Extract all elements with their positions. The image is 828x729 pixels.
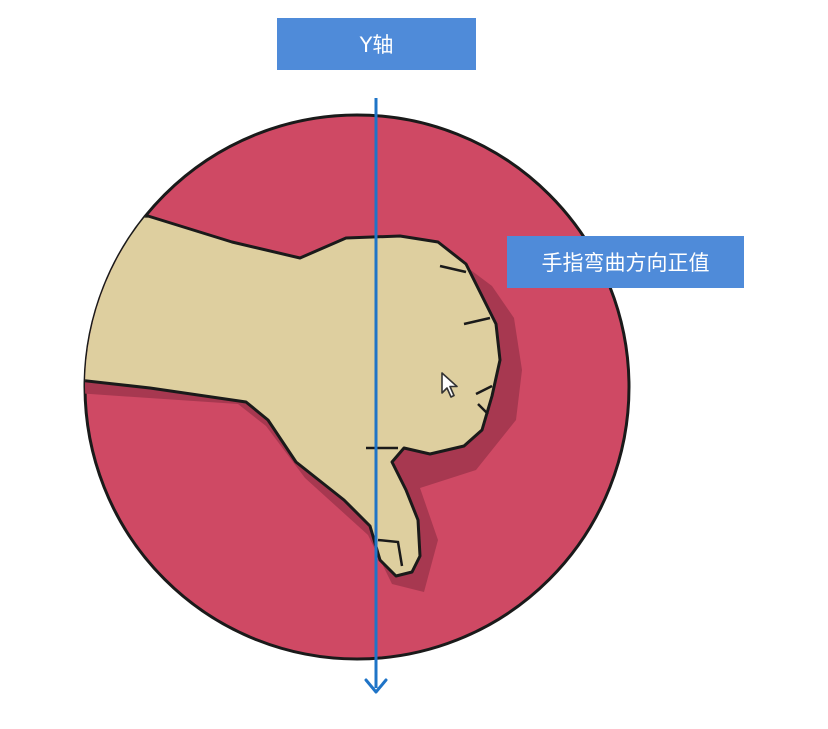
mouse-pointer-icon bbox=[441, 372, 458, 398]
finger-crease-2 bbox=[463, 316, 491, 326]
y-axis-label: Y轴 bbox=[277, 18, 476, 70]
finger-crease-4 bbox=[477, 403, 489, 415]
finger-crease-1 bbox=[439, 264, 467, 274]
thumbnail bbox=[377, 538, 404, 567]
finger-crease-3 bbox=[475, 384, 493, 396]
finger-curl-direction-label: 手指弯曲方向正值 bbox=[507, 236, 744, 288]
thumbs-down-hand bbox=[85, 214, 502, 578]
y-axis-arrowhead bbox=[364, 678, 388, 694]
